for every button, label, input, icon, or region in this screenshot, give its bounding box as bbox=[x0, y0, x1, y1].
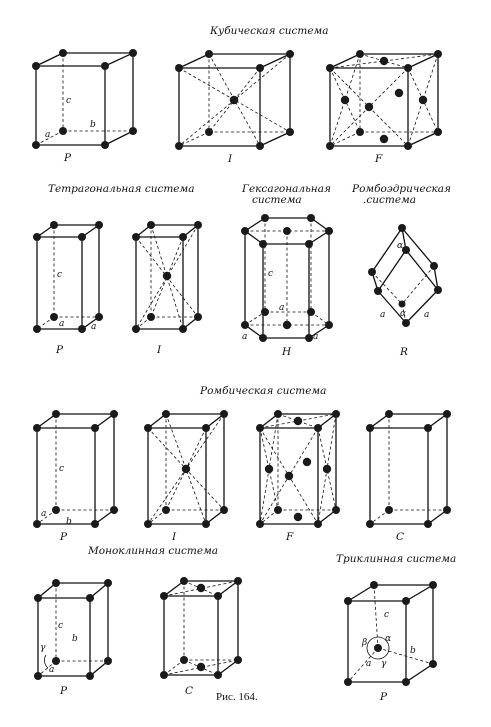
hex-axis-a2-label: a bbox=[242, 332, 247, 342]
ortho-i-cell bbox=[144, 410, 228, 528]
axis-c-label: c bbox=[66, 96, 71, 106]
ortho-p-cell bbox=[33, 410, 118, 528]
heading-hexagonal-2: система bbox=[252, 194, 302, 206]
tri-axis-c-label: c bbox=[384, 610, 389, 620]
rhombohedral-r-cell bbox=[368, 224, 442, 327]
rhombo-a-left-label: a bbox=[380, 310, 385, 320]
tetra-axis-a2-label: a bbox=[91, 322, 96, 332]
rhombo-alpha-bottom-label: α bbox=[400, 309, 406, 319]
mono-axis-a-label: a bbox=[49, 665, 54, 675]
heading-rhombohedral-1: Ромбоэдрическая bbox=[351, 183, 451, 195]
hexagonal-h-cell bbox=[241, 214, 333, 342]
tri-gamma-label: γ bbox=[381, 659, 387, 669]
mono-axis-c-label: c bbox=[58, 621, 63, 631]
tetra-axis-c-label: c bbox=[57, 270, 62, 280]
tetragonal-i-cell bbox=[132, 221, 202, 333]
lattice-label-cubic-f: F bbox=[374, 153, 383, 165]
heading-cubic: Кубическая система bbox=[209, 25, 329, 37]
lattice-label-mono-p: P bbox=[59, 685, 68, 697]
rhombo-alpha-top-label: α bbox=[397, 241, 403, 251]
cubic-i-cell bbox=[175, 50, 294, 150]
hex-axis-a3-label: a bbox=[313, 332, 318, 342]
mono-axis-b-label: b bbox=[72, 634, 78, 644]
tetragonal-p-cell bbox=[33, 221, 103, 333]
tetra-axis-a1-label: a bbox=[59, 319, 64, 329]
heading-triclinic: Триклинная система bbox=[336, 553, 456, 565]
lattice-label-hex-h: H bbox=[281, 346, 292, 358]
axis-b-label: b bbox=[90, 120, 96, 130]
hex-axis-c-label: c bbox=[268, 269, 273, 279]
heading-rhombohedral-2: .система bbox=[363, 194, 416, 206]
ortho-f-cell bbox=[256, 410, 340, 528]
cubic-f-cell bbox=[326, 50, 442, 150]
tri-axis-a-label: a bbox=[366, 659, 371, 669]
tri-alpha-label: α bbox=[385, 634, 391, 644]
lattice-label-cubic-i: I bbox=[227, 153, 233, 165]
ortho-axis-b-label: b bbox=[66, 517, 72, 527]
figure-caption: Рис. 164. bbox=[216, 691, 258, 703]
heading-tetragonal: Тетрагональная система bbox=[48, 183, 195, 195]
rhombo-a-right-label: a bbox=[424, 310, 429, 320]
lattice-label-cubic-p: P bbox=[63, 152, 72, 164]
ortho-axis-c-label: c bbox=[59, 464, 64, 474]
lattice-label-tri-p: P bbox=[379, 691, 388, 703]
triclinic-p-cell bbox=[344, 581, 437, 686]
heading-monoclinic: Моноклинная система bbox=[87, 545, 218, 557]
lattice-label-rhombo-r: R bbox=[399, 346, 408, 358]
ortho-axis-a-label: a bbox=[41, 509, 46, 519]
tri-axis-b-label: b bbox=[410, 646, 416, 656]
ortho-c-cell bbox=[366, 410, 451, 528]
mono-c-cell bbox=[160, 577, 242, 679]
mono-gamma-label: γ bbox=[40, 643, 46, 653]
lattice-label-ortho-i: I bbox=[171, 531, 177, 543]
lattice-label-ortho-c: C bbox=[396, 531, 404, 543]
heading-orthorhombic: Ромбическая система bbox=[199, 385, 326, 397]
mono-p-cell bbox=[34, 579, 112, 680]
lattice-label-ortho-p: P bbox=[59, 531, 68, 543]
tri-beta-label: β bbox=[361, 638, 367, 648]
lattice-label-ortho-f: F bbox=[285, 531, 294, 543]
lattice-label-tetra-p: P bbox=[55, 344, 64, 356]
heading-hexagonal-1: Гексагональная bbox=[241, 183, 331, 195]
cubic-p-cell bbox=[32, 49, 137, 149]
lattice-label-mono-c: C bbox=[185, 685, 193, 697]
axis-a-label: a bbox=[45, 130, 50, 140]
lattice-label-tetra-i: I bbox=[156, 344, 162, 356]
hex-axis-a1-label: a bbox=[279, 303, 284, 313]
